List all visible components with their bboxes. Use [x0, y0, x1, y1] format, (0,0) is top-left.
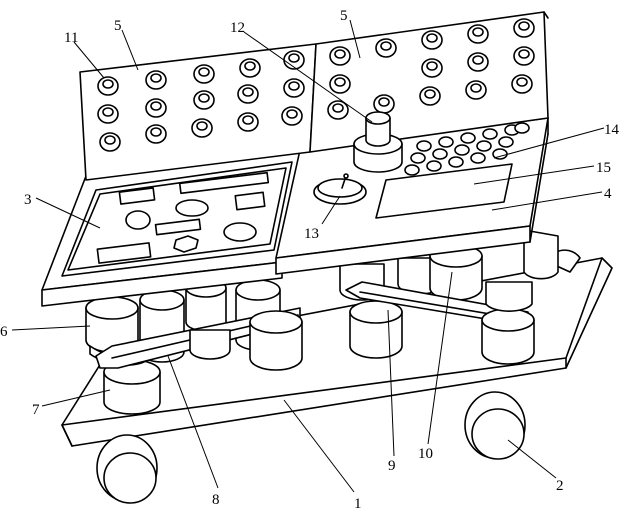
right-control-panel — [313, 122, 530, 219]
wheel-front-left — [96, 434, 158, 504]
label-5-right: 5 — [340, 8, 348, 24]
label-8: 8 — [212, 492, 220, 508]
label-4: 4 — [604, 186, 612, 202]
knob-array-right — [327, 18, 535, 120]
label-1: 1 — [354, 496, 362, 512]
label-10: 10 — [418, 446, 433, 462]
label-5-left: 5 — [114, 18, 122, 34]
label-14: 14 — [604, 122, 620, 138]
label-9: 9 — [388, 458, 396, 474]
label-7: 7 — [32, 402, 40, 418]
label-15: 15 — [596, 160, 611, 176]
label-3: 3 — [24, 192, 32, 208]
left-lift-assembly — [85, 278, 303, 415]
label-6: 6 — [0, 324, 8, 340]
label-13: 13 — [304, 226, 319, 242]
keypad — [404, 122, 530, 176]
label-2: 2 — [556, 478, 564, 494]
left-control-panel — [61, 161, 293, 277]
label-12: 12 — [230, 20, 245, 36]
joystick — [353, 111, 403, 173]
leader-lines — [11, 19, 605, 493]
wheel-front-right — [464, 391, 526, 460]
label-11: 11 — [64, 30, 78, 46]
knob-array-left — [97, 50, 305, 152]
